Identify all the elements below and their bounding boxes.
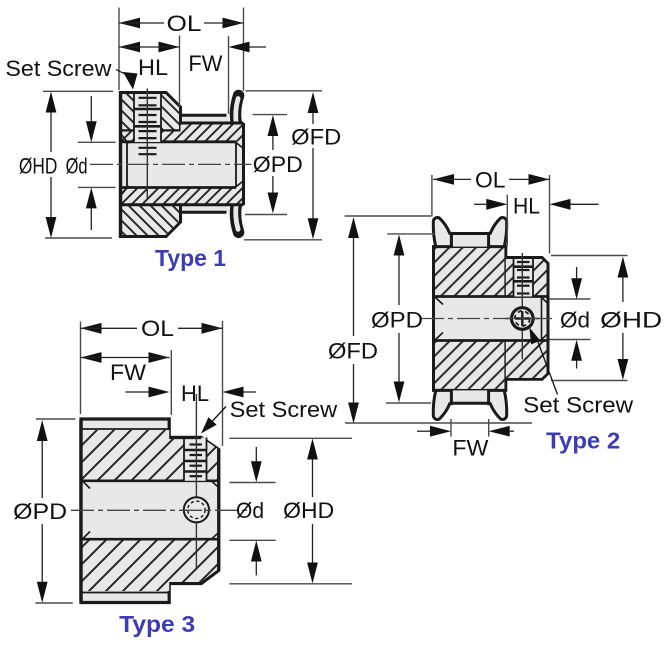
svg-text:Ød: Ød [560, 308, 590, 333]
svg-text:ØHD: ØHD [600, 308, 662, 333]
svg-text:Set Screw: Set Screw [230, 397, 338, 422]
svg-text:Set Screw: Set Screw [523, 393, 633, 418]
svg-text:OL: OL [475, 168, 506, 193]
svg-text:Type 1: Type 1 [155, 245, 226, 271]
svg-text:FW: FW [188, 51, 222, 76]
svg-text:FW: FW [110, 360, 146, 385]
svg-text:ØHD: ØHD [283, 498, 334, 523]
svg-text:Type 2: Type 2 [546, 428, 620, 454]
svg-text:ØFD: ØFD [328, 339, 378, 364]
svg-text:HL: HL [513, 194, 540, 219]
svg-text:Set Screw: Set Screw [5, 56, 111, 81]
svg-text:ØPD: ØPD [371, 308, 423, 333]
svg-text:ØPD: ØPD [13, 499, 67, 524]
svg-text:FW: FW [452, 436, 488, 461]
svg-text:Type 3: Type 3 [119, 611, 195, 637]
svg-text:ØPD: ØPD [253, 152, 303, 177]
svg-text:OL: OL [141, 316, 174, 341]
svg-text:HL: HL [181, 381, 209, 406]
svg-text:ØHD: ØHD [19, 154, 58, 179]
svg-text:ØFD: ØFD [291, 125, 341, 150]
svg-text:HL: HL [138, 55, 168, 80]
svg-text:OL: OL [167, 11, 202, 36]
svg-text:Ød: Ød [66, 154, 88, 179]
svg-text:Ød: Ød [236, 498, 264, 523]
